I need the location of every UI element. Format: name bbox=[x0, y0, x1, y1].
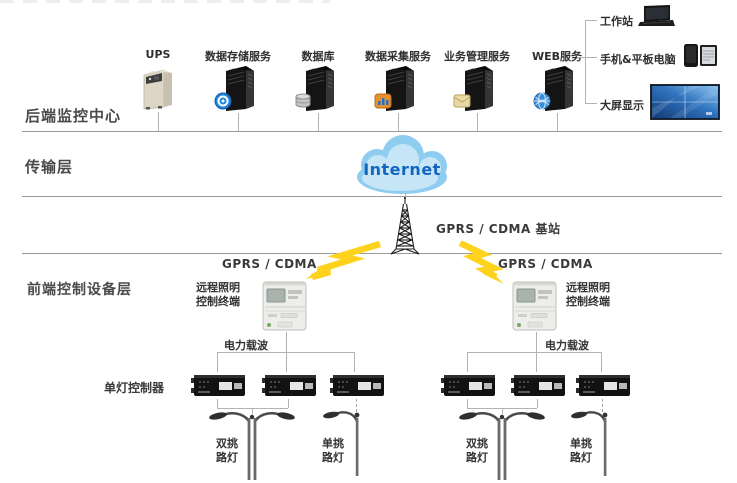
storage-disc-icon bbox=[214, 92, 232, 110]
controller-label: 单灯控制器 bbox=[104, 381, 165, 395]
lightning-left-icon bbox=[306, 241, 381, 281]
device-ups: UPS bbox=[113, 48, 203, 111]
globe-icon bbox=[533, 92, 551, 110]
layer-divider-2 bbox=[22, 196, 722, 197]
server-icon bbox=[214, 63, 260, 113]
plc-label: 电力载波 bbox=[545, 339, 589, 352]
cloud-icon bbox=[357, 135, 447, 194]
single-lamp-label: 单挑 路灯 bbox=[570, 437, 592, 465]
device-label: WEB服务 bbox=[531, 50, 583, 63]
device-database-server: 数据库 bbox=[273, 48, 363, 113]
lamp-controller-icon bbox=[439, 372, 497, 400]
device-storage-server: 数据存储服务 bbox=[193, 48, 283, 113]
bracket-line bbox=[467, 352, 468, 372]
base-station-label: GPRS / CDMA 基站 bbox=[436, 222, 561, 236]
gprs-cdma-label: GPRS / CDMA bbox=[222, 257, 317, 271]
internet-cloud: Internet bbox=[336, 133, 468, 195]
connector-line bbox=[318, 113, 319, 131]
client-label-bigscreen: 大屏显示 bbox=[600, 99, 644, 112]
bracket-line bbox=[585, 20, 597, 21]
server-icon bbox=[533, 63, 579, 113]
lamp-controller-icon bbox=[328, 372, 386, 400]
bracket-line bbox=[217, 352, 218, 372]
ups-icon bbox=[136, 63, 180, 111]
double-lamp-label: 双挑 路灯 bbox=[466, 437, 488, 465]
connector-line bbox=[158, 112, 159, 131]
lamp-controller-icon bbox=[189, 372, 247, 400]
connector-line bbox=[477, 113, 478, 131]
client-label-workstation: 工作站 bbox=[600, 15, 633, 28]
mobile-tablet-icon bbox=[684, 44, 717, 67]
section-label-frontend: 前端控制设备层 bbox=[27, 282, 132, 298]
single-lamp-label: 单挑 路灯 bbox=[322, 437, 344, 465]
large-screen-icon bbox=[650, 84, 720, 120]
device-label: 数据采集服务 bbox=[365, 50, 431, 63]
dashed-connector-line bbox=[356, 399, 357, 412]
server-icon bbox=[453, 63, 499, 113]
connector-line bbox=[398, 113, 399, 131]
data-chart-icon bbox=[374, 93, 392, 109]
device-collection-server: 数据采集服务 bbox=[353, 48, 443, 113]
device-business-server: 业务管理服务 bbox=[432, 48, 522, 113]
device-web-server: WEB服务 bbox=[512, 48, 602, 113]
layer-divider-1 bbox=[22, 131, 722, 132]
lamp-controller-icon bbox=[574, 372, 632, 400]
terminal-label: 远程照明 控制终端 bbox=[566, 281, 610, 309]
bracket-line bbox=[217, 399, 218, 408]
lighting-terminal-icon bbox=[262, 280, 308, 332]
bracket-line bbox=[585, 103, 597, 104]
connector-line bbox=[405, 193, 406, 198]
connector-line bbox=[557, 113, 558, 131]
layer-divider-3 bbox=[22, 253, 722, 254]
lamp-controller-icon bbox=[509, 372, 567, 400]
database-cylinder-icon bbox=[295, 93, 311, 108]
device-label: UPS bbox=[145, 48, 171, 61]
device-label: 数据存储服务 bbox=[205, 50, 271, 63]
server-icon bbox=[295, 63, 340, 113]
bracket-line bbox=[502, 408, 503, 414]
bracket-line bbox=[577, 57, 585, 58]
lightning-right-icon bbox=[458, 241, 504, 284]
lamp-controller-icon bbox=[260, 372, 318, 400]
bracket-line bbox=[217, 352, 355, 353]
laptop-icon bbox=[638, 5, 675, 26]
base-station-tower-icon bbox=[390, 197, 420, 255]
dashed-connector-line bbox=[602, 399, 603, 412]
bracket-line bbox=[252, 408, 253, 414]
lighting-terminal-icon bbox=[512, 280, 558, 332]
connector-line bbox=[238, 113, 239, 131]
bracket-line bbox=[288, 399, 289, 408]
device-label: 数据库 bbox=[301, 50, 335, 63]
server-icon bbox=[374, 63, 420, 113]
bracket-line bbox=[585, 57, 597, 58]
bracket-line bbox=[601, 352, 602, 372]
envelope-icon bbox=[453, 94, 471, 108]
bracket-line bbox=[585, 20, 586, 104]
bracket-line bbox=[354, 352, 355, 372]
scan-artifact bbox=[0, 0, 330, 3]
bracket-line bbox=[537, 399, 538, 408]
section-label-transport: 传输层 bbox=[25, 158, 74, 176]
double-lamp-label: 双挑 路灯 bbox=[216, 437, 238, 465]
client-label-mobile-tablet: 手机&平板电脑 bbox=[600, 53, 676, 66]
device-label: 业务管理服务 bbox=[444, 50, 510, 63]
internet-label: Internet bbox=[363, 160, 441, 179]
terminal-label: 远程照明 控制终端 bbox=[196, 281, 240, 309]
gprs-cdma-label: GPRS / CDMA bbox=[498, 257, 593, 271]
section-label-backend: 后端监控中心 bbox=[25, 107, 122, 125]
bracket-line bbox=[467, 352, 602, 353]
plc-label: 电力载波 bbox=[224, 339, 268, 352]
bracket-line bbox=[467, 399, 468, 408]
